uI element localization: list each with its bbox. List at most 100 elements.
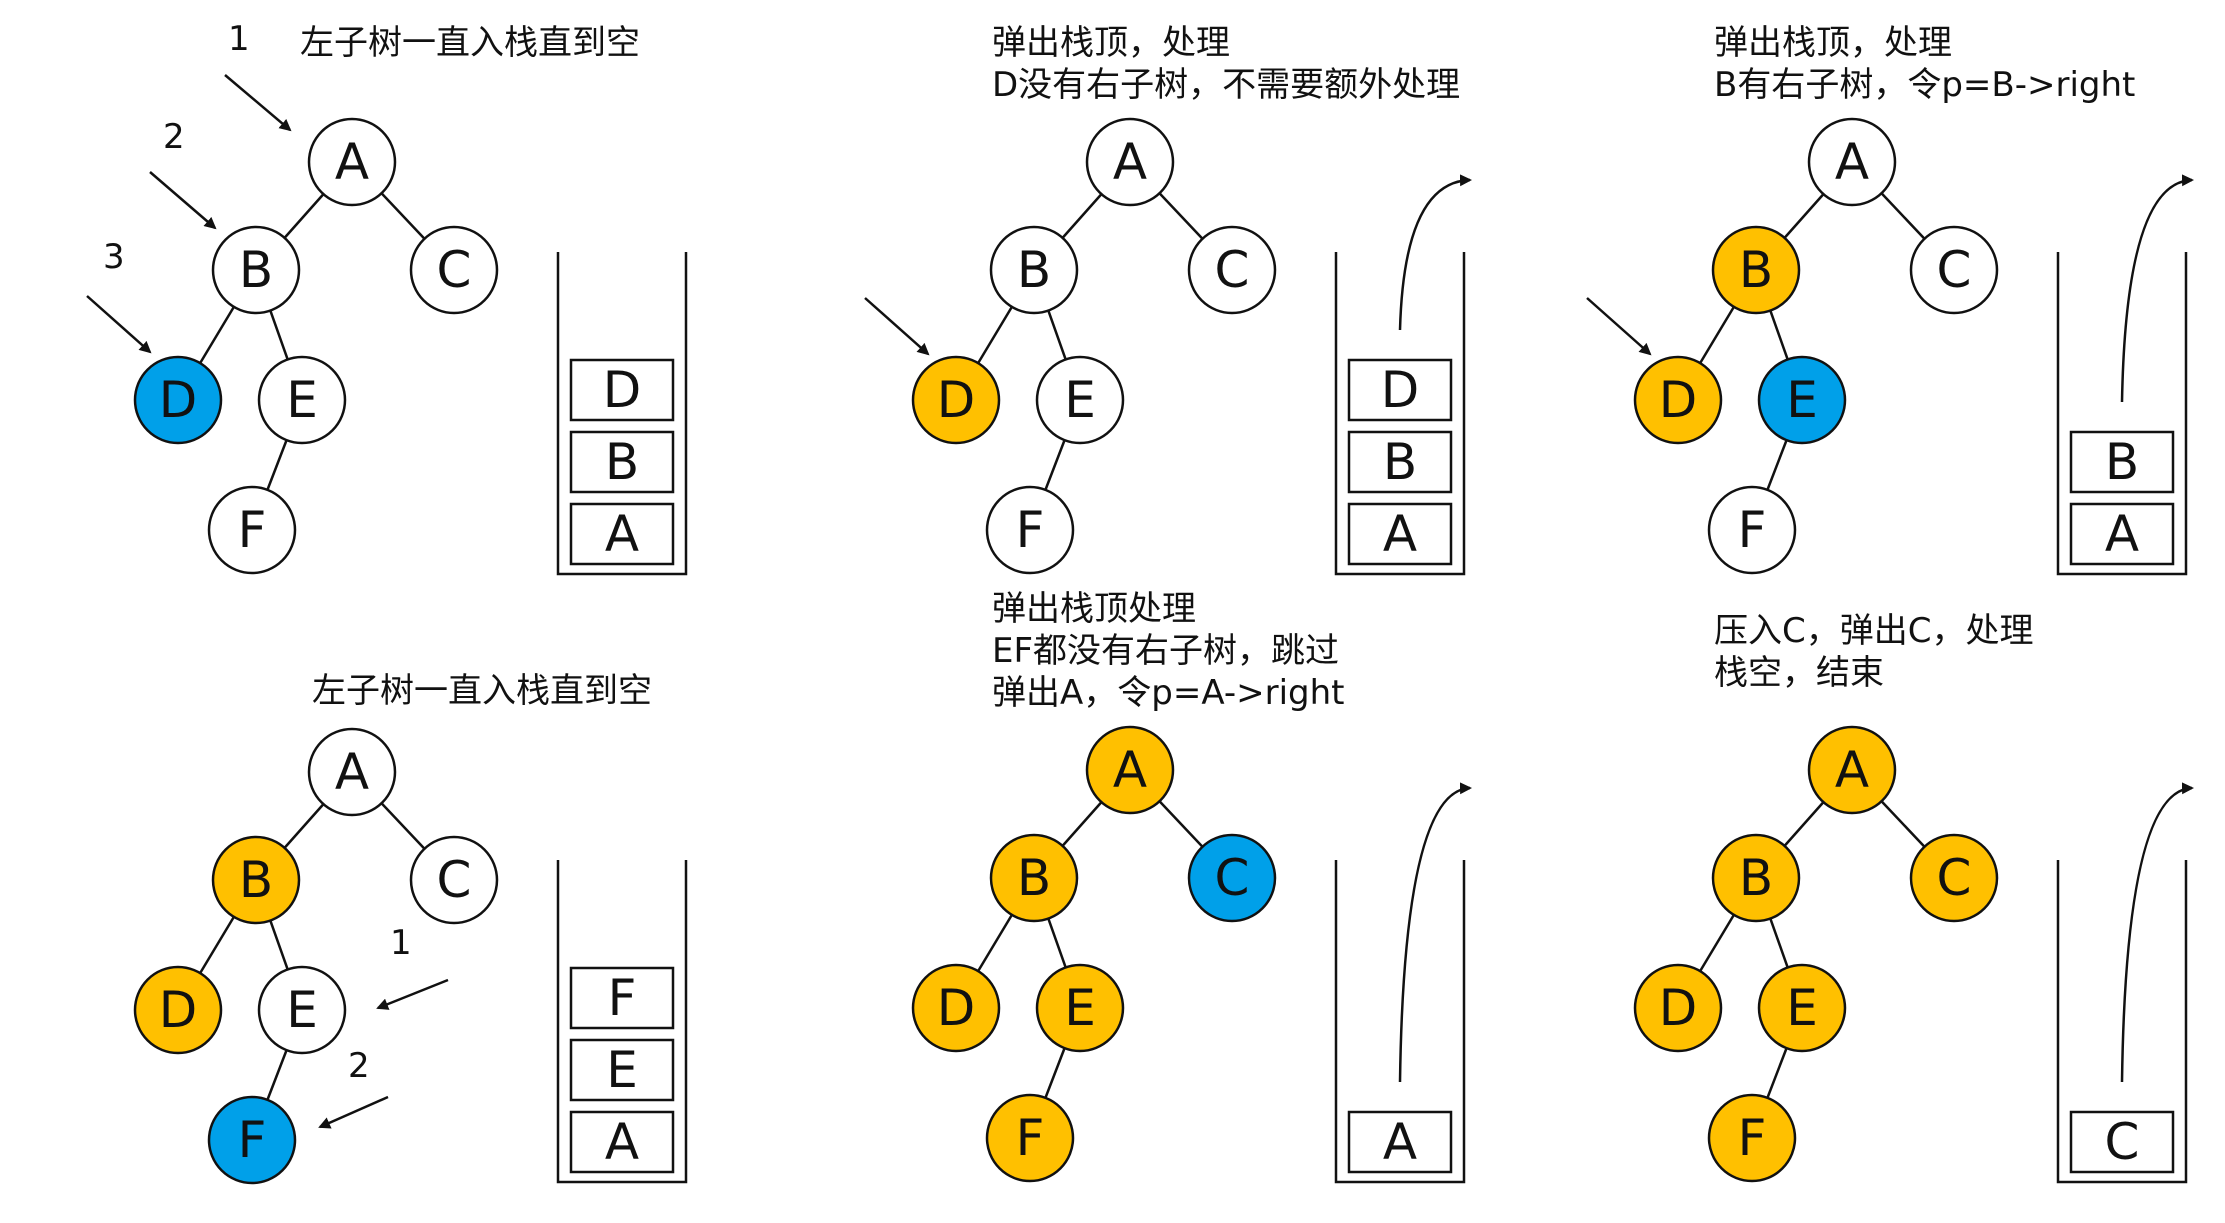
node-circle [257,965,347,1055]
node-circle [1757,963,1847,1053]
stack-box [2069,502,2175,566]
node-label: E [286,981,318,1039]
node-label: F [1016,1109,1045,1167]
stack-container [1334,252,1466,576]
node-label: B [1017,849,1051,907]
node-circle [989,833,1079,923]
step-number: 1 [228,19,250,59]
node-circle [1085,725,1175,815]
stack-item: A [1347,1110,1453,1174]
tree-node-F: F [1707,485,1797,575]
pointer-arrow [864,297,930,356]
tree-node-B: B [989,225,1079,315]
node-circle [985,1093,1075,1183]
stack-box [569,358,675,422]
node-label: F [238,501,267,559]
node-circle [1707,1093,1797,1183]
caption-line: D没有右子树，不需要额外处理 [992,65,1460,105]
stack-label: A [1383,505,1417,563]
tree-edge-EF [1044,1047,1066,1099]
node-circle [985,485,1075,575]
tree-edge-BE [269,310,289,360]
stack-item: D [1347,358,1453,422]
node-circle [1035,963,1125,1053]
pointer-arrow [224,74,292,132]
node-circle [1707,485,1797,575]
tree-node-C: C [409,835,499,925]
node-label: D [1659,371,1698,429]
stack-box [569,1038,675,1102]
tree-node-C: C [1909,833,1999,923]
node-label: A [335,743,369,801]
tree-node-B: B [211,225,301,315]
node-label: F [238,1111,267,1169]
caption-line: 压入C，弹出C，处理 [1714,611,2033,651]
pop-arrow [1398,174,1472,331]
node-label: C [1937,849,1972,907]
step-number: 2 [163,117,185,157]
tree-edge-AB [1783,801,1825,847]
caption-line: 左子树一直入栈直到空 [312,671,652,711]
node-label: A [1113,133,1147,191]
tree-edge-AB [283,193,325,239]
tree-node-F: F [1707,1093,1797,1183]
node-label: D [1659,979,1698,1037]
node-circle [307,727,397,817]
tree-node-B: B [989,833,1079,923]
tree-node-D: D [133,355,223,445]
node-label: F [1738,501,1767,559]
stack-container [2056,252,2188,576]
tree-node-C: C [409,225,499,315]
stack-label: A [2105,505,2139,563]
tree-node-E: E [257,965,347,1055]
node-circle [409,835,499,925]
tree-edge-AC [1880,800,1926,848]
tree-edge-EF [1766,439,1788,491]
node-circle [1633,963,1723,1053]
node-label: A [1835,741,1869,799]
node-label: B [1017,241,1051,299]
tree-node-E: E [1757,963,1847,1053]
caption-line: EF都没有右子树，跳过 [992,631,1339,671]
tree-edge-AB [283,803,325,849]
stack-item: A [569,502,675,566]
caption-line: 弹出栈顶，处理 [992,23,1230,63]
node-circle [989,225,1079,315]
stack-box [2069,430,2175,494]
tree-edge-BE [269,920,289,970]
tree-node-D: D [1633,963,1723,1053]
node-circle [1187,225,1277,315]
stack-label: F [608,969,637,1027]
tree-node-A: A [307,727,397,817]
tree-node-D: D [911,355,1001,445]
tree-node-E: E [257,355,347,445]
node-circle [257,355,347,445]
node-label: A [335,133,369,191]
stack-box [569,966,675,1030]
node-circle [133,965,223,1055]
step-number: 1 [390,923,412,963]
stack-label: B [2105,433,2139,491]
tree-node-A: A [1807,725,1897,815]
node-circle [211,225,301,315]
stack-item: A [2069,502,2175,566]
tree-node-B: B [211,835,301,925]
stack-container [556,860,688,1184]
caption-line: 栈空，结束 [1714,653,1884,693]
tree-edge-AC [380,802,426,850]
tree-edge-AB [1061,193,1103,239]
tree-node-E: E [1035,963,1125,1053]
node-circle [1035,355,1125,445]
tree-edge-AB [1783,193,1825,239]
node-label: C [1937,241,1972,299]
stack-container [2056,860,2188,1184]
stack-box [1347,358,1453,422]
pointer-arrow [149,171,217,230]
node-label: D [159,371,198,429]
node-circle [211,835,301,925]
